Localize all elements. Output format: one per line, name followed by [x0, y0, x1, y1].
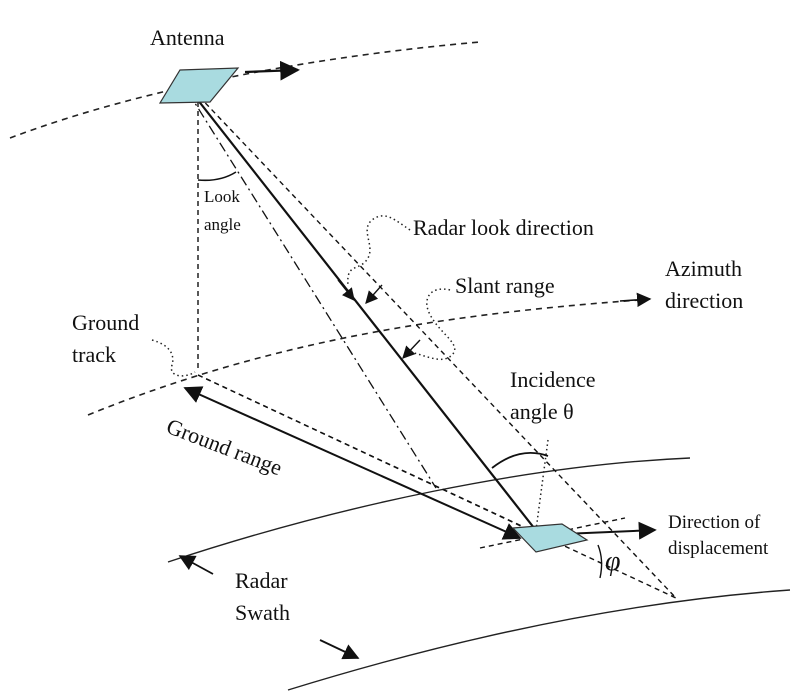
antenna-pane: [158, 67, 240, 104]
incidence-angle-label-line1: Incidence: [510, 367, 596, 392]
antenna-label: Antenna: [150, 25, 225, 50]
beam-near-edge: [187, 91, 437, 489]
ground-track-path: [87, 299, 641, 416]
look-angle-label-line2: angle: [204, 215, 241, 234]
slant-arrow-3: [402, 339, 421, 359]
swath-arrow-top: [178, 555, 214, 575]
ground-track-label-line1: Ground: [72, 310, 139, 335]
look-angle-label-line1: Look: [204, 187, 240, 206]
azimuth-label-line2: direction: [665, 288, 743, 313]
radar-look-direction-label: Radar look direction: [413, 215, 594, 240]
swath-far-edge: [287, 589, 791, 691]
target-pane: [511, 523, 589, 553]
orbit-path: [9, 41, 481, 139]
incidence-angle-arc: [491, 452, 549, 469]
direction-of-displacement-label-line1: Direction of: [668, 512, 761, 533]
direction-of-displacement-label-line2: displacement: [668, 538, 769, 559]
azimuth-label-line1: Azimuth: [665, 256, 742, 281]
azimuth-direction-arrow: [619, 292, 652, 308]
ground-track-leader: [151, 339, 196, 377]
slant-range-leader: [409, 288, 456, 360]
radar-swath-label-line2: Swath: [235, 600, 290, 625]
orbit-direction-arrow: [244, 60, 300, 81]
ground-range-arrow: [183, 386, 522, 540]
incidence-angle-label-line2: angle θ: [510, 399, 574, 424]
phi-angle-arc: [597, 544, 603, 579]
slant-arrow-2: [365, 284, 383, 304]
ground-track-label-line2: track: [72, 342, 116, 367]
local-vertical-line: [535, 439, 549, 531]
swath-arrow-bottom: [319, 639, 360, 660]
ground-range-label: Ground range: [163, 413, 285, 480]
radar-swath-label-line1: Radar: [235, 568, 288, 593]
slant-arrow-1: [337, 279, 355, 301]
slant-range-label: Slant range: [455, 273, 555, 298]
radar-look-leader: [347, 215, 411, 286]
phi-label: φ: [605, 546, 621, 577]
look-angle-arc: [197, 171, 237, 182]
